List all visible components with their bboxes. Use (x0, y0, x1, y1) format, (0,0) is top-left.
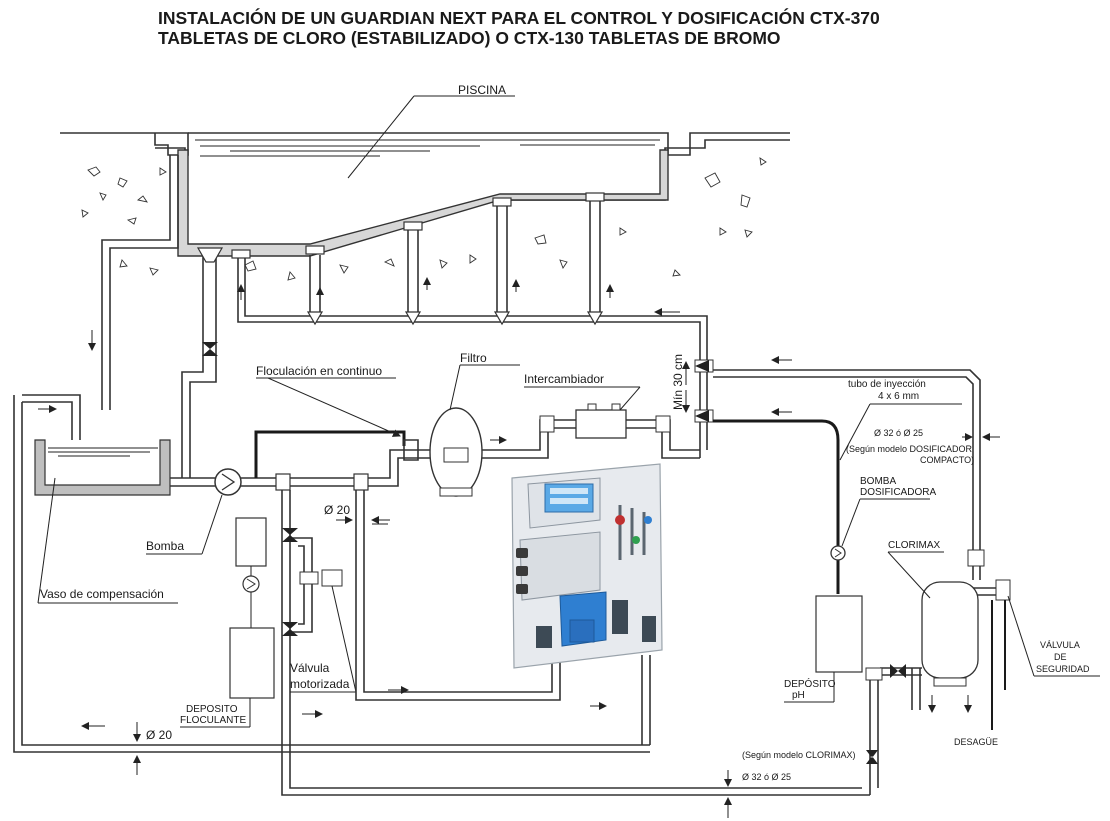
label-tubo-1: tubo de inyección (848, 379, 926, 390)
label-dosif-2: COMPACTO) (920, 455, 974, 465)
title-line-2: TABLETAS DE CLORO (ESTABILIZADO) O CTX-1… (158, 28, 781, 48)
label-clorimax-model: (Según modelo CLORIMAX) (742, 750, 856, 760)
injection-system: DEPÓSITO pH BOMBA DOSIFICADORA tubo de i… (713, 356, 1100, 818)
gravel-texture (81, 157, 767, 281)
label-valvula-1: Válvula (290, 661, 330, 675)
label-clorimax: CLORIMAX (888, 540, 941, 551)
skimmer-suction (88, 155, 224, 478)
label-deposito-ph-1: DEPÓSITO (784, 677, 836, 690)
flocculant-system: DEPOSITO FLOCULANTE Válvula motorizada (81, 490, 870, 796)
filter: Filtro Floculación en continuo (256, 351, 520, 497)
label-bomba-dosif-2: DOSIFICADORA (860, 487, 936, 498)
label-min30: Mín 30 cm (671, 354, 685, 410)
label-dosif-1: (Según modelo DOSIFICADOR (846, 444, 973, 454)
label-bomba-dosif-1: BOMBA (860, 476, 896, 487)
label-vaso: Vaso de compensación (40, 587, 164, 601)
label-piscina: PISCINA (458, 83, 506, 97)
page-title: INSTALACIÓN DE UN GUARDIAN NEXT PARA EL … (158, 8, 880, 48)
guardian-next-device (511, 463, 663, 669)
label-bomba: Bomba (146, 539, 184, 553)
label-phi20-bottom: Ø 20 (146, 728, 172, 742)
label-valvula-seg-3: SEGURIDAD (1036, 664, 1090, 674)
label-phi32-bottom: Ø 32 ó Ø 25 (742, 772, 791, 782)
pool-return-lines (231, 192, 708, 360)
pool: PISCINA (60, 83, 790, 281)
label-desague: DESAGÜE (954, 737, 998, 747)
compensation-tank: Vaso de compensación (13, 394, 650, 753)
title-line-1: INSTALACIÓN DE UN GUARDIAN NEXT PARA EL … (158, 8, 880, 28)
label-phi32-top: Ø 32 ó Ø 25 (874, 428, 923, 438)
label-valvula-seg-1: VÁLVULA (1040, 640, 1080, 650)
label-valvula-seg-2: DE (1054, 652, 1067, 662)
main-circulation: Bomba (146, 430, 410, 555)
label-floculacion: Floculación en continuo (256, 364, 382, 378)
label-valvula-2: motorizada (290, 677, 350, 691)
heat-exchanger: Intercambiador Mín 30 cm (482, 354, 714, 459)
pump-icon (214, 468, 242, 496)
label-deposito-floc-2: FLOCULANTE (180, 715, 246, 726)
dosing-pump-icon (830, 545, 846, 561)
label-deposito-floc-1: DEPOSITO (186, 704, 238, 715)
label-phi20-mid: Ø 20 (324, 503, 350, 517)
label-intercambiador: Intercambiador (524, 372, 604, 386)
sample-line: Ø 20 Ø 20 (133, 490, 651, 775)
label-filtro: Filtro (460, 351, 487, 365)
label-deposito-ph-2: pH (792, 690, 805, 701)
label-tubo-2: 4 x 6 mm (878, 391, 919, 402)
